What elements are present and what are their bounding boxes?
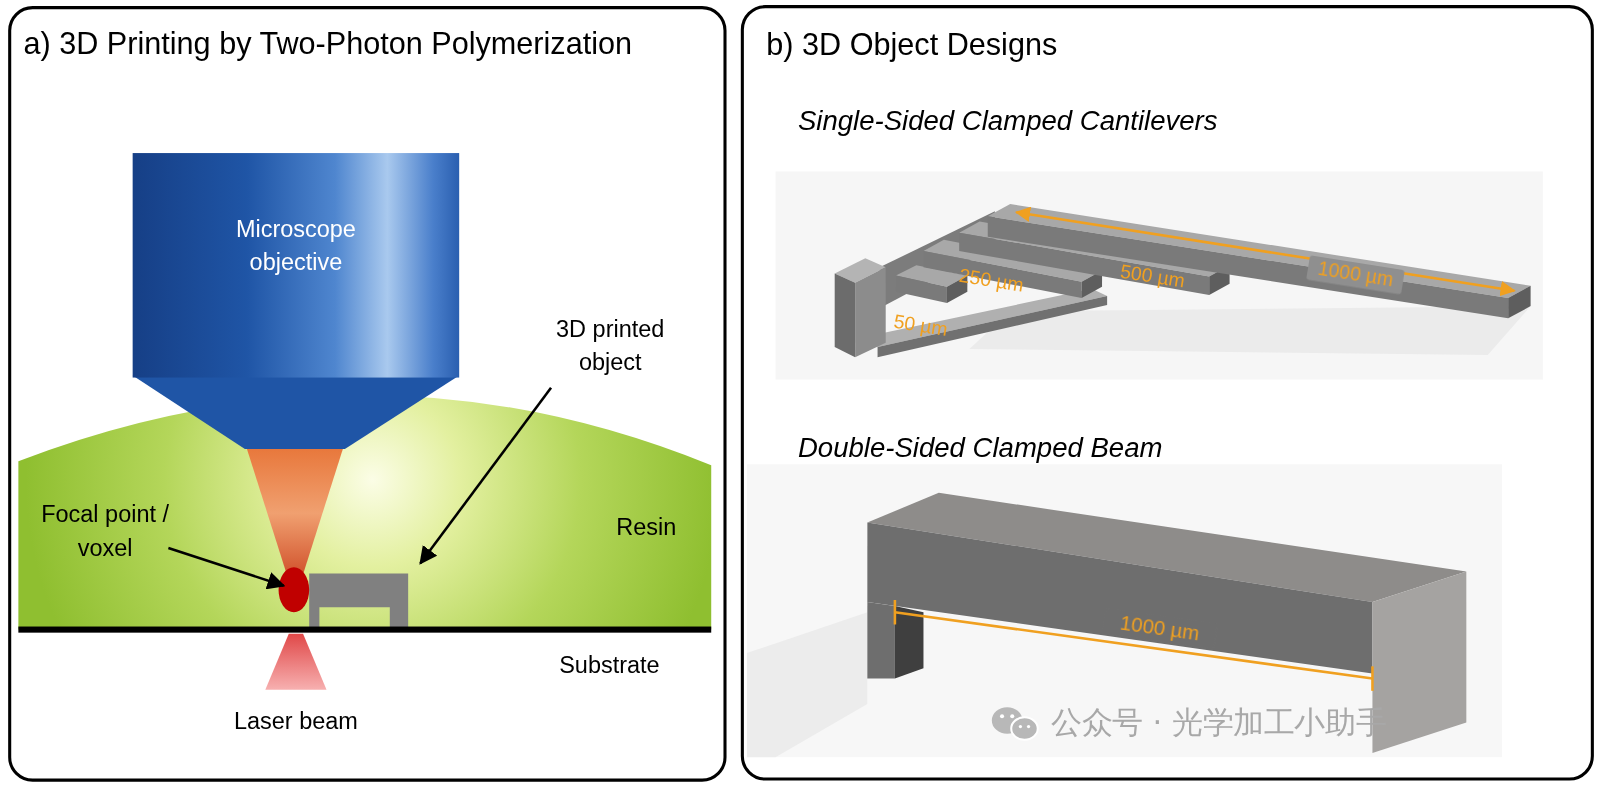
- shape-part: [309, 573, 408, 627]
- wechat-icon: [992, 707, 1038, 740]
- shape-part: [1019, 725, 1022, 728]
- shape-part: [1371, 666, 1374, 690]
- printed-object: [309, 573, 408, 627]
- region-label: Substrate: [559, 649, 702, 683]
- objective-label: Microscope objective: [194, 212, 398, 280]
- shape-part: [1372, 571, 1466, 753]
- shape-part: [1027, 725, 1030, 728]
- callout-label: Focal point / voxel: [18, 498, 191, 566]
- shape-part: [865, 289, 1107, 347]
- shape-part: [867, 602, 895, 679]
- shape-part: [776, 171, 1543, 379]
- shape-part: [1000, 714, 1004, 718]
- shape-part: [855, 267, 886, 357]
- shape-part: [867, 522, 1372, 673]
- dimension-arrow: [1016, 212, 1514, 291]
- substrate: [18, 627, 711, 633]
- shape-part: [1016, 212, 1514, 291]
- shape-part: [420, 388, 551, 564]
- panel-title: b) 3D Object Designs: [766, 22, 1378, 66]
- objective-tip: [133, 376, 460, 449]
- design-heading: Single-Sided Clamped Cantilevers: [798, 101, 1451, 141]
- shape-part: [265, 634, 326, 690]
- shape-part: [895, 606, 924, 678]
- shape-part: [747, 612, 867, 757]
- callout-label: 3D printed object: [529, 312, 692, 380]
- objective-body: Microscope objective: [133, 153, 460, 377]
- watermark: 公众号 · 光学加工小助手: [1051, 702, 1582, 742]
- shape-part: [279, 567, 310, 612]
- leader-lines: [168, 388, 551, 586]
- shape-part: [18, 627, 711, 633]
- focal-voxel: [279, 567, 310, 612]
- focused-light-cone: [247, 449, 343, 578]
- shape-part: [1011, 717, 1038, 739]
- panel-title: a) 3D Printing by Two-Photon Polymerizat…: [23, 21, 641, 102]
- wrap-spacer: [218, 66, 641, 103]
- shape-part: [133, 376, 460, 449]
- design-heading: Double-Sided Clamped Beam: [798, 429, 1451, 469]
- cantilever-render: [776, 171, 1543, 379]
- shape-part: [247, 449, 343, 578]
- shape-part: [896, 276, 947, 304]
- shape-part: [168, 548, 283, 586]
- callout-label: Laser beam: [214, 704, 377, 738]
- shape-part: [878, 296, 1108, 357]
- laser-beam: [265, 634, 326, 690]
- dimension-line: [895, 600, 1373, 691]
- shape-part: [894, 600, 897, 624]
- region-label: Resin: [616, 510, 708, 544]
- shape-part: [835, 273, 855, 357]
- shape-part: [988, 204, 1531, 298]
- shape-part: [1010, 714, 1014, 718]
- shape-part: [988, 216, 1508, 318]
